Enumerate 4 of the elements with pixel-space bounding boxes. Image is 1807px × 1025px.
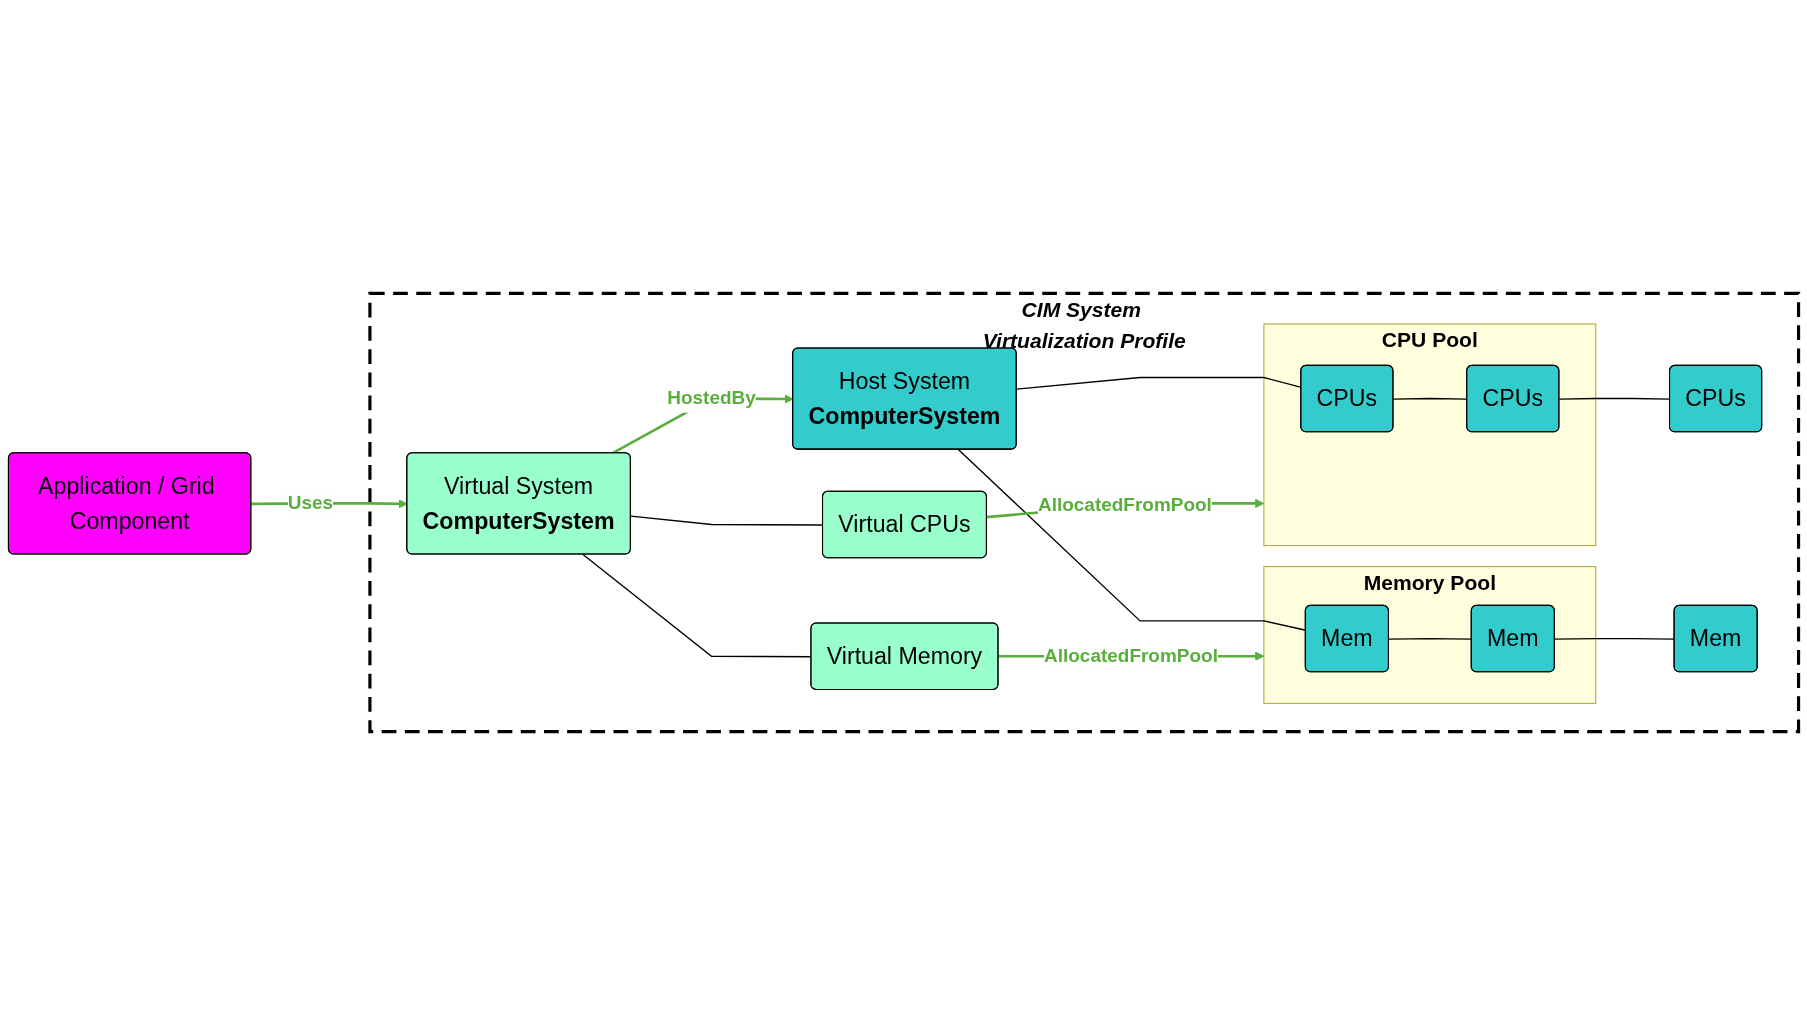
edge-label: AllocatedFromPool — [1044, 645, 1218, 667]
edge-label: AllocatedFromPool — [1037, 493, 1212, 515]
edge-label: Uses — [287, 492, 334, 514]
edge-label: HostedBy — [667, 387, 756, 409]
